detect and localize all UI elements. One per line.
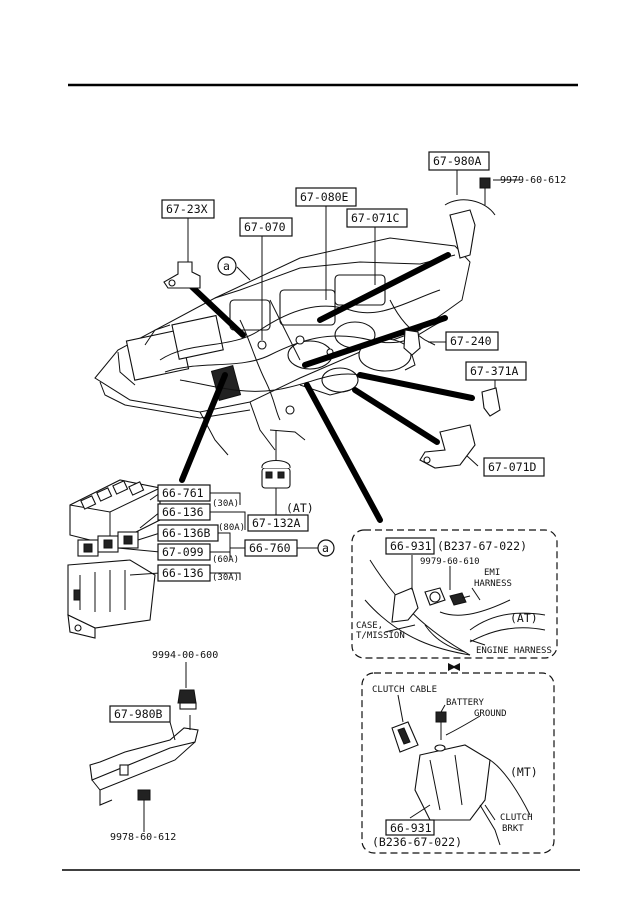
label-67-071d: 67-071D xyxy=(488,460,537,474)
mt-battery-1: BATTERY xyxy=(446,698,485,708)
at-emi-2: HARNESS xyxy=(474,579,512,589)
at-bolt: 9979-60-610 xyxy=(420,557,480,567)
label-66-136b: 66-136B xyxy=(162,526,211,540)
label-9994-00-600: 9994-00-600 xyxy=(152,650,218,661)
at-detail-panel xyxy=(351,529,558,659)
mt-battery-2: GROUND xyxy=(474,709,507,719)
label-box-67-071c xyxy=(346,208,408,228)
label-67-371a: 67-371A xyxy=(470,364,519,378)
label-67-070: 67-070 xyxy=(244,220,286,234)
label-9978-60-612: 9978-60-612 xyxy=(110,832,176,843)
label-67-980a: 67-980A xyxy=(433,154,482,168)
at-emi-1: EMI xyxy=(484,568,500,578)
leader-23x xyxy=(187,282,246,338)
leader-071d xyxy=(352,387,440,445)
label-box-66-136b xyxy=(157,524,219,542)
label-67-080e: 67-080E xyxy=(300,190,349,204)
label-box-67-132a xyxy=(247,514,309,532)
label-66-136-2: 66-136 xyxy=(162,566,204,580)
label-box-at-66-931 xyxy=(385,537,435,555)
leader-fusebox xyxy=(179,372,228,483)
label-66-760: 66-760 xyxy=(249,541,291,555)
bracket-67-980a xyxy=(444,177,520,259)
mt-variant: (MT) xyxy=(510,765,538,779)
label-67-099: 67-099 xyxy=(162,545,204,559)
label-66-761: 66-761 xyxy=(162,486,204,500)
label-box-66-761 xyxy=(157,484,211,502)
mt-clutch-1: CLUTCH xyxy=(500,813,533,823)
label-66-136-1: 66-136 xyxy=(162,505,204,519)
label-67-23x: 67-23X xyxy=(166,202,208,216)
connector-67-132a xyxy=(261,459,291,489)
label-fuse-30a-2: (30A) xyxy=(212,573,239,583)
leader-371a xyxy=(357,372,475,401)
label-box-66-136-1 xyxy=(157,503,211,521)
mt-clutch-2: BRKT xyxy=(502,824,524,834)
label-box-66-760 xyxy=(244,539,298,557)
label-fuse-80a: (80A) xyxy=(218,523,245,533)
label-box-67-371a xyxy=(465,361,527,381)
swap-arrows-icon xyxy=(448,663,460,671)
leader-240 xyxy=(302,315,448,368)
ref-a-2: a xyxy=(322,541,329,555)
bracket-67-980b-illustration xyxy=(89,689,199,818)
mt-clutch-cable: CLUTCH CABLE xyxy=(372,685,437,695)
ref-circle-a-2 xyxy=(317,539,335,557)
leader-071c xyxy=(317,252,451,323)
bracket-67-23x xyxy=(163,261,201,289)
label-67-132a: 67-132A xyxy=(252,516,301,530)
label-fuse-30a-1: (30A) xyxy=(212,499,239,509)
label-box-66-136-2 xyxy=(157,564,211,582)
label-box-67-240 xyxy=(445,331,499,351)
label-box-mt-66-931 xyxy=(385,819,435,836)
label-box-67-071d xyxy=(483,457,545,477)
label-at-1: (AT) xyxy=(286,501,314,515)
ref-circle-a-1 xyxy=(217,256,237,276)
label-box-67-070 xyxy=(239,217,293,237)
label-box-67-23x xyxy=(161,199,215,219)
label-box-67-080e xyxy=(295,187,357,207)
label-fuse-60a: (60A) xyxy=(212,555,239,565)
bracket-67-071d xyxy=(419,424,476,469)
label-9979-60-612: 9979-60-612 xyxy=(500,175,566,186)
at-part: 66-931 xyxy=(390,539,432,553)
mt-detail-panel xyxy=(361,672,555,854)
label-67-980b: 67-980B xyxy=(114,707,163,721)
label-67-071c: 67-071C xyxy=(351,211,400,225)
ref-a-1: a xyxy=(223,259,230,273)
at-engine-harness: ENGINE HARNESS xyxy=(476,646,552,656)
connector-67-240 xyxy=(403,329,421,371)
label-box-67-980a xyxy=(428,151,490,171)
bracket-67-371a xyxy=(481,387,501,417)
mt-part: 66-931 xyxy=(390,821,432,835)
at-case-1: CASE, xyxy=(356,621,383,631)
at-variant: (AT) xyxy=(510,611,538,625)
fuse-box-illustration xyxy=(67,479,161,639)
label-box-67-980b xyxy=(109,705,171,723)
at-case-2: T/MISSION xyxy=(356,631,405,641)
label-67-240: 67-240 xyxy=(450,334,492,348)
leader-detail xyxy=(304,382,383,523)
mt-part-ref: (B236-67-022) xyxy=(372,835,462,849)
label-box-67-099 xyxy=(157,543,211,561)
at-part-ref: (B237-67-022) xyxy=(437,539,527,553)
